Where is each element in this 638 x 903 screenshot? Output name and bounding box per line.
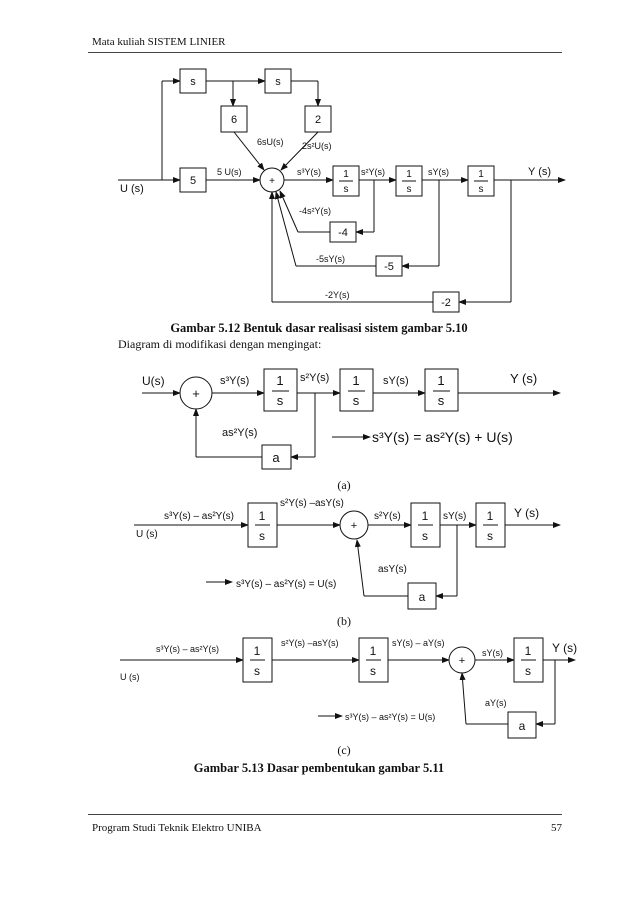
fig512-block-2 (304, 105, 332, 133)
figc-fb-label: aY(s) (485, 698, 507, 708)
figc-sig-in: s³Y(s) – as²Y(s) (156, 644, 219, 654)
fig512-block-m2-label: -2 (441, 297, 451, 309)
figc-block-a-label: a (519, 719, 526, 733)
figb-int2-num: 1 (422, 509, 429, 523)
figa-sig-sy: sY(s) (383, 375, 409, 387)
figa-int2-num: 1 (352, 373, 359, 388)
fig512-block-2-label: 2 (315, 114, 321, 126)
figc-int1-den: s (254, 664, 260, 678)
figa-block-a-label: a (272, 450, 280, 465)
fig512-sig-sy: sY(s) (428, 167, 449, 177)
page-number: 57 (551, 822, 562, 834)
figa-sum-sign: + (192, 386, 200, 401)
figc-int3-den: s (525, 664, 531, 678)
figc-sig-sy: sY(s) (482, 648, 503, 658)
fig512-block-s2-label: s (275, 76, 281, 88)
fig512-block-5 (179, 167, 207, 193)
figa-integrator-3 (424, 368, 459, 412)
figa-int1-den: s (277, 393, 284, 408)
figa-output-label: Y (s) (510, 371, 537, 386)
figure-caption-5-13: Gambar 5.13 Dasar pembentukan gambar 5.1… (193, 761, 445, 775)
figb-sig-in: s³Y(s) – as²Y(s) (164, 511, 234, 522)
fig512-sig-5u: 5 U(s) (217, 167, 242, 177)
fig512-output-label: Y (s) (528, 166, 551, 178)
figc-integrator-3 (513, 637, 544, 683)
figb-sum-sign: + (351, 520, 357, 532)
figc-equation: s³Y(s) – as²Y(s) = U(s) (345, 712, 435, 722)
figb-sig-s2y: s²Y(s) (374, 511, 401, 522)
figc-int3-num: 1 (525, 644, 532, 658)
fig512-int3-den: s (479, 184, 484, 195)
fig512-int1-den: s (344, 184, 349, 195)
figc-sum-sign: + (459, 655, 465, 667)
figc-block-a (507, 711, 537, 739)
course-header: Mata kuliah SISTEM LINIER (92, 36, 226, 48)
figure-caption-5-12: Gambar 5.12 Bentuk dasar realisasi siste… (170, 321, 468, 335)
figure-5-12-block-diagram: U (s) s s 6 2 5 5 U(s) (118, 68, 566, 313)
figure-b-block-diagram: U (s) s³Y(s) – as²Y(s) 1 s s²Y(s) –asY(s… (134, 498, 561, 610)
fig512-int1-num: 1 (343, 169, 349, 180)
fig512-int2-num: 1 (406, 169, 412, 180)
figa-integrator-1 (263, 368, 298, 412)
figb-sig-top: s²Y(s) –asY(s) (280, 498, 344, 509)
fig512-int3-num: 1 (478, 169, 484, 180)
figb-int3-num: 1 (487, 509, 494, 523)
subfigure-label-b: (b) (337, 614, 351, 628)
figa-int3-num: 1 (437, 373, 444, 388)
fig512-sig-m2y: -2Y(s) (325, 290, 350, 300)
fig512-sig-m5sy: -5sY(s) (316, 254, 345, 264)
figb-fb-label: asY(s) (378, 564, 407, 575)
figb-int1-den: s (259, 529, 265, 543)
fig512-block-s2 (264, 68, 292, 94)
header-rule (88, 52, 562, 53)
figc-output-label: Y (s) (552, 641, 577, 655)
fig512-block-m5-label: -5 (384, 261, 394, 273)
figure-a-block-diagram: U(s) + s³Y(s) 1 s s²Y(s) 1 s sY(s) 1 s Y… (142, 368, 561, 470)
fig512-sum-sign: + (269, 176, 275, 187)
figb-int3-den: s (487, 529, 493, 543)
figb-block-a-label: a (419, 590, 426, 604)
figa-equation: s³Y(s) = as²Y(s) + U(s) (372, 429, 513, 445)
footer-program: Program Studi Teknik Elektro UNIBA (92, 822, 262, 834)
subfigure-label-c: (c) (337, 743, 351, 757)
figb-equation: s³Y(s) – as²Y(s) = U(s) (236, 579, 336, 590)
figb-output-label: Y (s) (514, 506, 539, 520)
fig512-sig-6su: 6sU(s) (257, 137, 284, 147)
figc-sig-sy-ay: sY(s) – aY(s) (392, 638, 445, 648)
fig512-block-m4-label: -4 (338, 227, 348, 239)
figc-int2-num: 1 (370, 644, 377, 658)
fig512-block-5-label: 5 (190, 175, 196, 187)
figb-int1-num: 1 (259, 509, 266, 523)
figa-input-label: U(s) (142, 374, 165, 388)
fig512-sig-2s2u: 2s²U(s) (302, 141, 332, 151)
figa-sig-s3y: s³Y(s) (220, 375, 249, 387)
fig512-int2-den: s (407, 184, 412, 195)
figc-int2-den: s (370, 664, 376, 678)
figa-fb-label: as²Y(s) (222, 427, 257, 439)
figb-block-a (407, 582, 437, 610)
intro-paragraph: Diagram di modifikasi dengan mengingat: (118, 337, 322, 351)
footer-rule (88, 814, 562, 815)
fig512-input-label: U (s) (120, 183, 144, 195)
figa-int1-num: 1 (276, 373, 283, 388)
figc-int1-num: 1 (254, 644, 261, 658)
figc-sig-mid: s²Y(s) –asY(s) (281, 638, 339, 648)
fig512-block-6-label: 6 (231, 114, 237, 126)
subfigure-label-a: (a) (337, 478, 351, 492)
figa-int2-den: s (353, 393, 360, 408)
figure-c-block-diagram: U (s) s³Y(s) – as²Y(s) 1 s s²Y(s) –asY(s… (120, 637, 577, 739)
fig512-block-s1-label: s (190, 76, 196, 88)
figa-int3-den: s (438, 393, 445, 408)
fig512-sig-s2y: s²Y(s) (361, 167, 385, 177)
figb-int2-den: s (422, 529, 428, 543)
figb-input-label: U (s) (136, 529, 158, 540)
figc-input-label: U (s) (120, 672, 140, 682)
figb-sig-sy: sY(s) (443, 511, 466, 522)
figa-sig-s2y: s²Y(s) (300, 372, 329, 384)
figa-integrator-2 (339, 368, 374, 412)
fig512-sig-m4s2y: -4s²Y(s) (299, 206, 331, 216)
fig512-sig-s3y: s³Y(s) (297, 167, 321, 177)
